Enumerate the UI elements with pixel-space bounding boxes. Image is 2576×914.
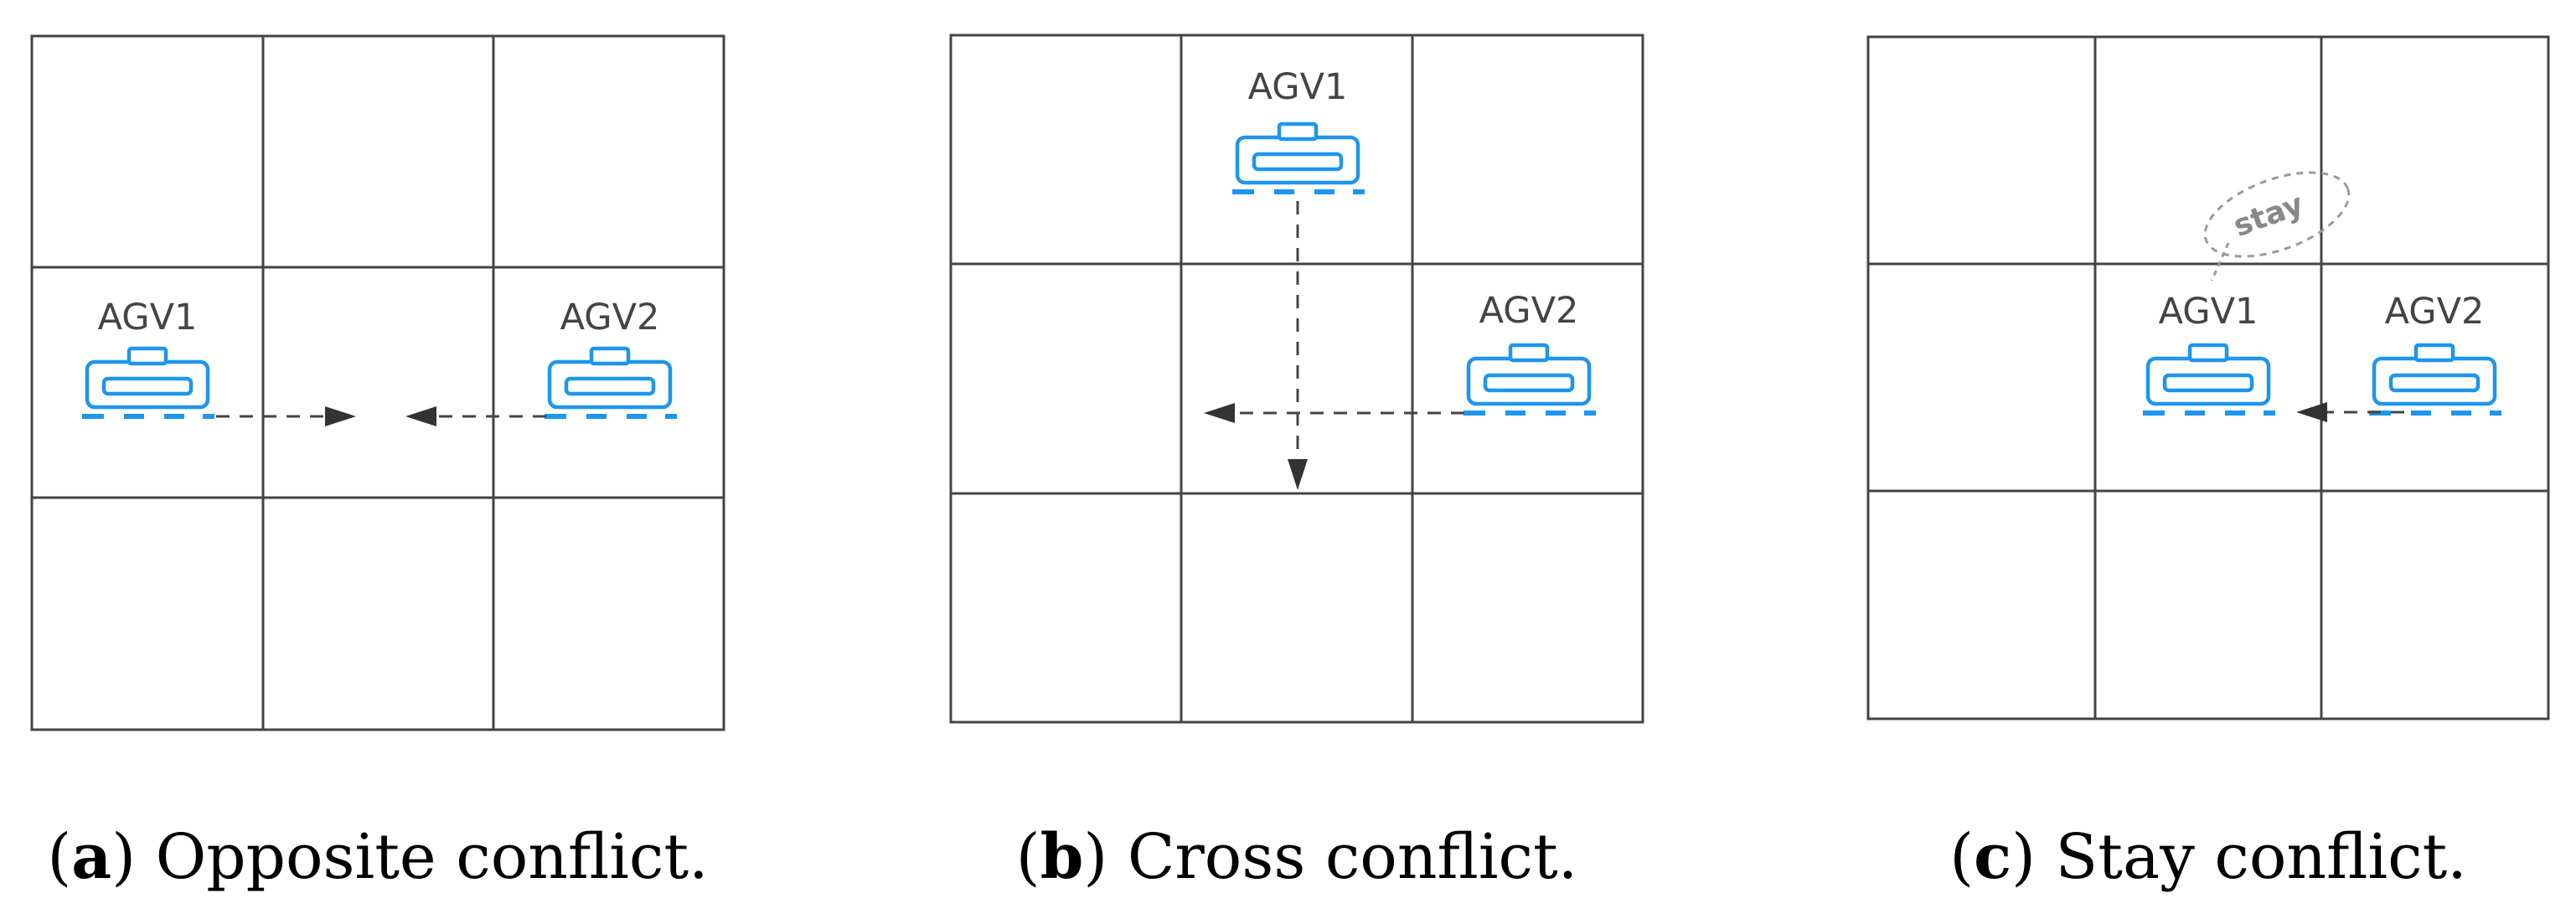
stay-bubble: stay bbox=[2203, 171, 2351, 281]
agv2-label-b: AGV2 bbox=[1479, 290, 1579, 332]
stay-label: stay bbox=[2229, 187, 2308, 244]
panel-a: AGV1 AGV2 (a) Opposite conflict. bbox=[30, 34, 725, 893]
agv2-icon-b bbox=[1464, 345, 1596, 413]
grid-b bbox=[949, 34, 1644, 724]
arrowhead-left-icon bbox=[1204, 403, 1235, 423]
grid-c bbox=[1866, 35, 2550, 720]
agv1-icon-b bbox=[1232, 124, 1365, 192]
agv2-path-a bbox=[405, 406, 546, 426]
agv2-path-b bbox=[1204, 403, 1464, 423]
arrowhead-right-icon bbox=[325, 406, 356, 426]
agv1-label-c: AGV1 bbox=[2159, 291, 2259, 333]
agv2-icon-a bbox=[545, 349, 677, 416]
agv1-path-b bbox=[1288, 201, 1308, 490]
agv1-label-b: AGV1 bbox=[1248, 66, 1348, 108]
agv2-path-c bbox=[2296, 402, 2404, 422]
agv1-label-a: AGV1 bbox=[98, 297, 198, 338]
caption-c: (c) Stay conflict. bbox=[1949, 821, 2467, 893]
arrowhead-left-icon bbox=[2296, 402, 2327, 422]
grid-a bbox=[30, 34, 725, 731]
agv2-label-c: AGV2 bbox=[2385, 291, 2485, 333]
arrowhead-left-icon bbox=[405, 406, 436, 426]
caption-a: (a) Opposite conflict. bbox=[47, 821, 708, 893]
arrowhead-down-icon bbox=[1288, 459, 1308, 490]
agv2-label-a: AGV2 bbox=[560, 297, 660, 338]
panel-c: stay AGV1 AGV2 (c) Stay conflict. bbox=[1866, 35, 2550, 893]
agv1-icon-a bbox=[82, 349, 214, 416]
caption-b: (b) Cross conflict. bbox=[1016, 821, 1577, 893]
panel-b: AGV1 AGV2 (b) Cross conflict. bbox=[949, 34, 1644, 893]
agv1-path-a bbox=[216, 406, 356, 426]
agv2-icon-c bbox=[2369, 345, 2501, 413]
agv1-icon-c bbox=[2143, 345, 2275, 413]
